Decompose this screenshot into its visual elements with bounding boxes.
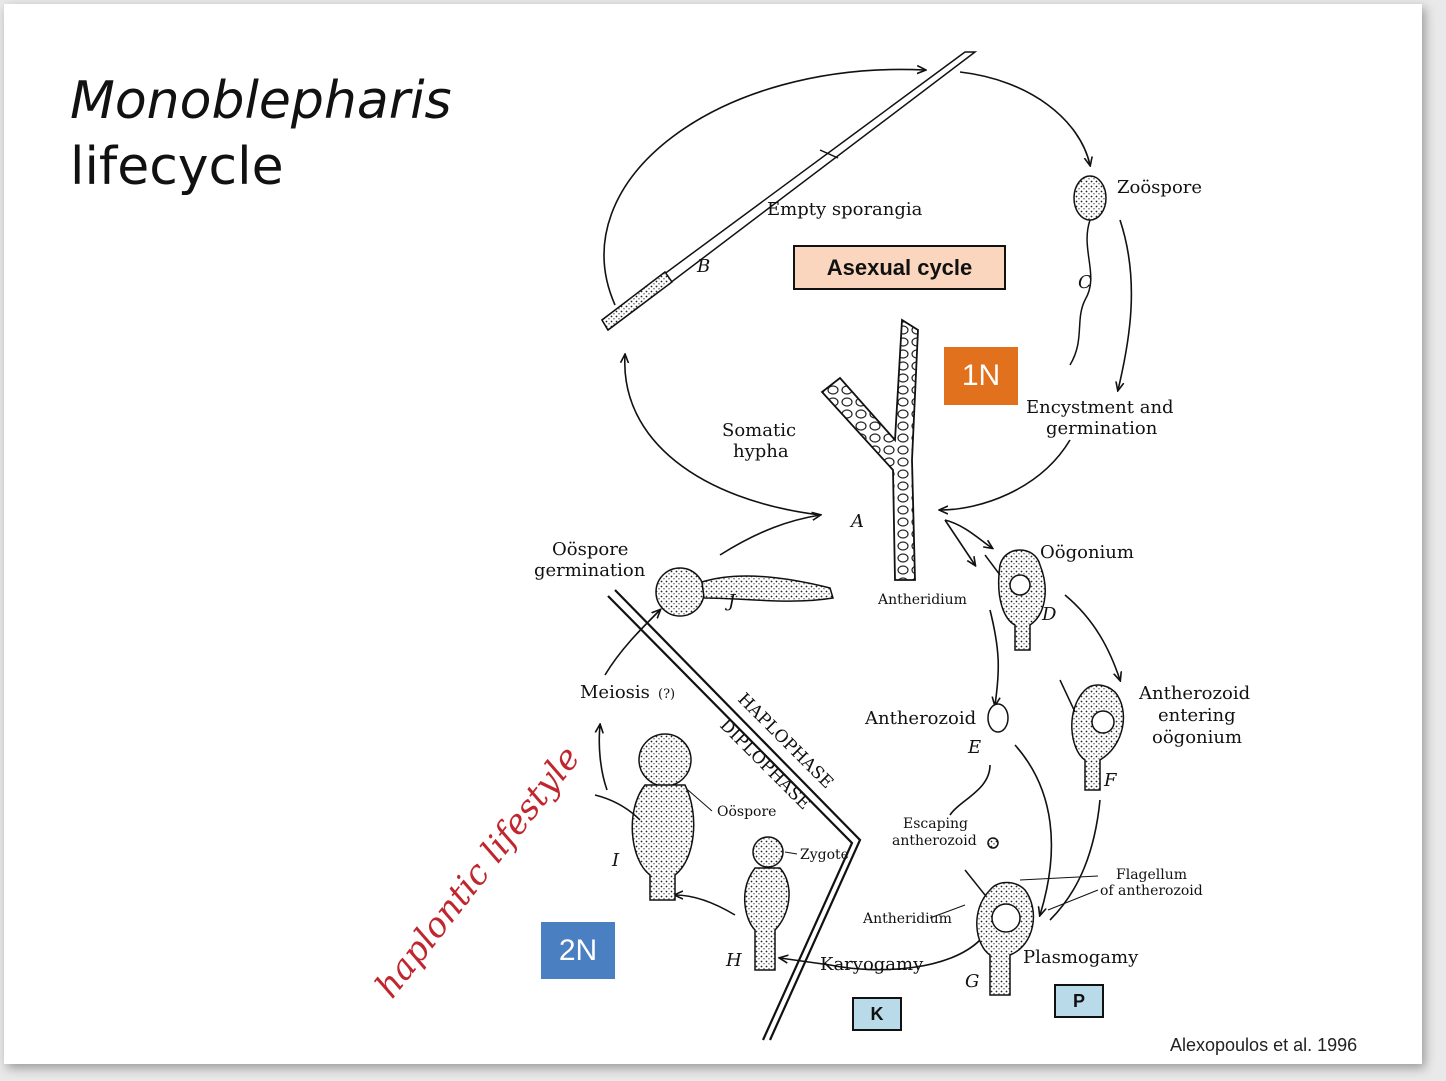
arrow-to-zoospore [959, 71, 1090, 165]
label-oospore-germination-2: germination [534, 560, 646, 581]
label-g: G [965, 971, 979, 992]
label-antheridium-bottom: Antheridium [862, 911, 952, 927]
label-escaping-1: Escaping [903, 816, 968, 832]
label-encystment-2: germination [1046, 418, 1158, 439]
label-somatic-2: hypha [733, 441, 789, 462]
label-meiosis-q: (?) [658, 687, 675, 702]
label-b: B [696, 256, 710, 277]
label-oogonium: Oögonium [1040, 542, 1134, 563]
label-escaping-2: antherozoid [892, 833, 977, 849]
arrow-a-to-d-2 [944, 519, 975, 565]
label-karyogamy: Karyogamy [820, 954, 924, 975]
arrow-meiosis-to-j [604, 610, 660, 676]
arrow-a-to-d-1 [944, 519, 992, 548]
label-j: J [724, 591, 737, 612]
label-oospore: Oöspore [717, 804, 776, 820]
oogonium-f-illustration [1059, 679, 1125, 791]
arrow-escaping [949, 764, 991, 816]
arrow-to-hypha-a [940, 439, 1071, 510]
arrow-e-to-g [1014, 744, 1053, 915]
label-oospore-germination-1: Oöspore [552, 539, 628, 560]
label-antherozoid: Antherozoid [864, 708, 976, 729]
arrow-h-to-i [675, 895, 736, 916]
title-lifecycle: lifecycle [70, 137, 284, 197]
label-antherozoid-entering-3: oögonium [1152, 727, 1242, 748]
arrow-d-to-f [1064, 594, 1120, 680]
zoospore-c-illustration [1069, 175, 1107, 366]
label-h: H [725, 950, 742, 971]
karyogamy-k-badge: K [852, 997, 902, 1031]
arrow-j-to-a [719, 515, 820, 556]
haploid-1n-badge: 1N [944, 347, 1018, 405]
label-flagellum-2: of antherozoid [1100, 883, 1203, 899]
label-zoospore: Zoöspore [1117, 177, 1202, 198]
label-c: C [1078, 272, 1092, 293]
plasmogamy-g-illustration [964, 837, 1035, 996]
label-encystment-1: Encystment and [1026, 397, 1174, 418]
phase-divider [607, 589, 862, 1041]
label-antherozoid-entering-1: Antherozoid [1138, 683, 1250, 704]
arrow-zoospore-down [1118, 219, 1133, 390]
arrow-to-sporangium-top [603, 69, 925, 306]
asexual-cycle-box: Asexual cycle [793, 245, 1006, 290]
leader-lines [687, 789, 1099, 966]
arrow-f-to-g [1049, 799, 1101, 921]
label-antherozoid-entering-2: entering [1158, 705, 1236, 726]
title-species: Monoblepharis [70, 71, 452, 131]
oospore-germination-j-illustration [655, 567, 834, 617]
label-e: E [967, 737, 981, 758]
label-antheridium-top: Antheridium [877, 592, 967, 608]
label-i: I [611, 850, 620, 871]
zygote-h-illustration [743, 836, 790, 971]
label-somatic-1: Somatic [722, 420, 796, 441]
arrow-i-to-meiosis [599, 725, 608, 791]
arrow-hypha-to-sporangium [625, 355, 821, 516]
slide-title: Monoblepharis lifecycle [70, 68, 452, 200]
diploid-2n-badge: 2N [541, 922, 615, 979]
citation: Alexopoulos et al. 1996 [1170, 1035, 1358, 1055]
slide [4, 4, 1422, 1064]
label-d: D [1041, 604, 1057, 625]
arrow-g-to-h [780, 939, 981, 971]
label-meiosis: Meiosis [580, 682, 650, 703]
antherozoid-e-illustration [987, 703, 1009, 733]
oospore-i-illustration [594, 733, 695, 901]
somatic-hypha-a-illustration [820, 318, 919, 581]
plasmogamy-p-badge: P [1054, 984, 1104, 1018]
label-f: F [1103, 770, 1118, 791]
diagram-labels: Empty sporangia Zoöspore C B A Encystmen… [534, 177, 1250, 992]
sporangium-b-illustration [601, 51, 978, 332]
label-plasmogamy: Plasmogamy [1023, 947, 1139, 968]
label-zygote: Zygote [800, 847, 849, 863]
label-empty-sporangia: Empty sporangia [767, 199, 923, 220]
label-a: A [849, 511, 864, 532]
label-flagellum-1: Flagellum [1116, 867, 1187, 883]
arrow-d-to-e [989, 609, 998, 705]
cycle-arrows [599, 69, 1133, 971]
oogonium-d-illustration [984, 549, 1046, 651]
